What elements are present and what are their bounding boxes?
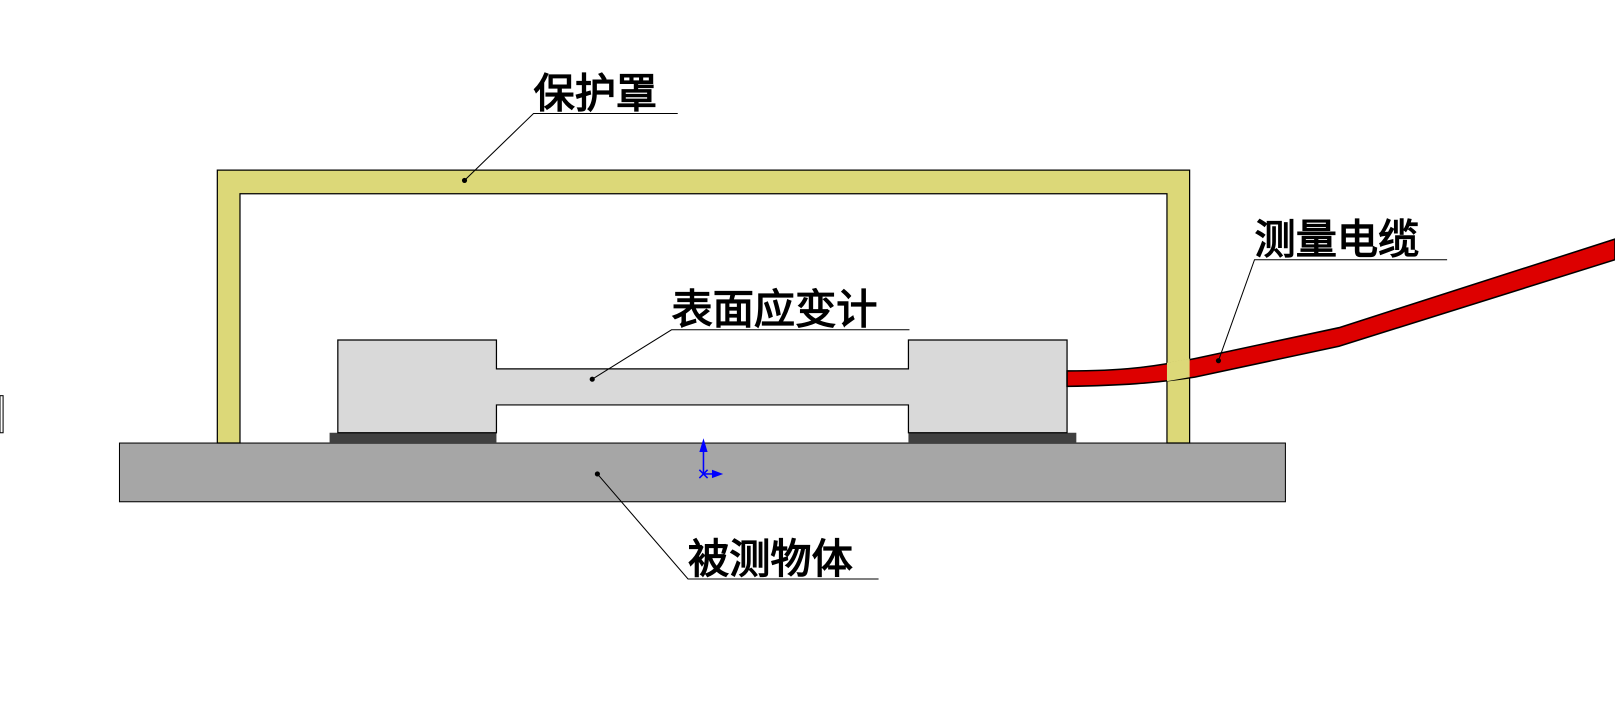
measurement-cable bbox=[1066, 238, 1615, 388]
coordinate-axis-icon bbox=[698, 438, 724, 479]
adhesive-pad-left bbox=[329, 432, 497, 444]
surface-strain-gauge bbox=[337, 339, 1068, 434]
leaders bbox=[464, 112, 1448, 580]
cable-cover-crossing bbox=[1166, 358, 1190, 382]
adhesive-pad-right bbox=[908, 432, 1077, 444]
label-measured-object: 被测物体 bbox=[688, 535, 854, 583]
label-protective-cover: 保护罩 bbox=[534, 69, 658, 117]
label-surface-strain-gauge: 表面应变计 bbox=[672, 286, 878, 334]
label-measurement-cable: 测量电缆 bbox=[1255, 216, 1420, 264]
protective-cover bbox=[216, 169, 1191, 444]
edge-marker bbox=[0, 395, 4, 434]
